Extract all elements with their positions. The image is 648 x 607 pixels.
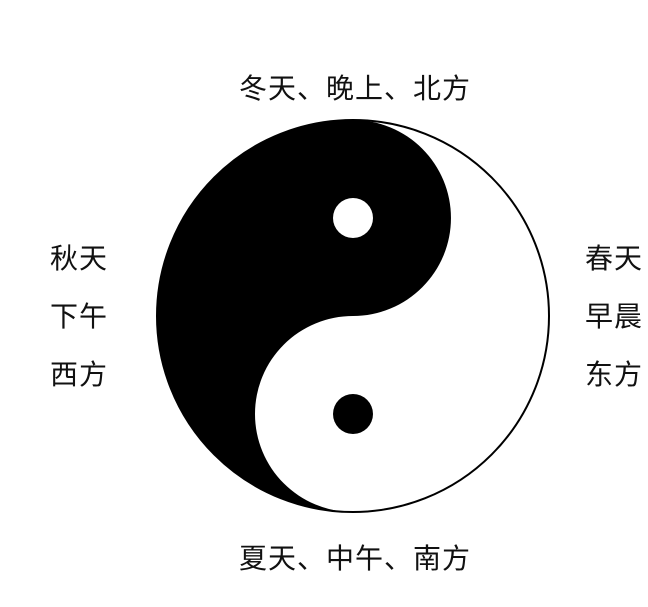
right-labels: 春天 早晨 东方 bbox=[585, 245, 648, 419]
yin-dot-in-yang bbox=[333, 394, 373, 434]
top-label-winter-night-north: 冬天、晚上、北方 bbox=[239, 72, 472, 105]
right-label-morning: 早晨 bbox=[585, 300, 644, 333]
left-labels: 秋天 下午 西方 bbox=[50, 245, 120, 419]
taiji-circle bbox=[156, 119, 550, 513]
right-label-east: 东方 bbox=[585, 358, 644, 391]
yang-dot-in-yin bbox=[333, 198, 373, 238]
left-label-autumn: 秋天 bbox=[50, 242, 109, 275]
bottom-label-summer-noon-south: 夏天、中午、南方 bbox=[239, 542, 472, 575]
left-label-afternoon: 下午 bbox=[50, 300, 109, 333]
yin-black-half bbox=[157, 120, 451, 512]
left-label-west: 西方 bbox=[50, 358, 109, 391]
right-label-spring: 春天 bbox=[585, 242, 644, 275]
